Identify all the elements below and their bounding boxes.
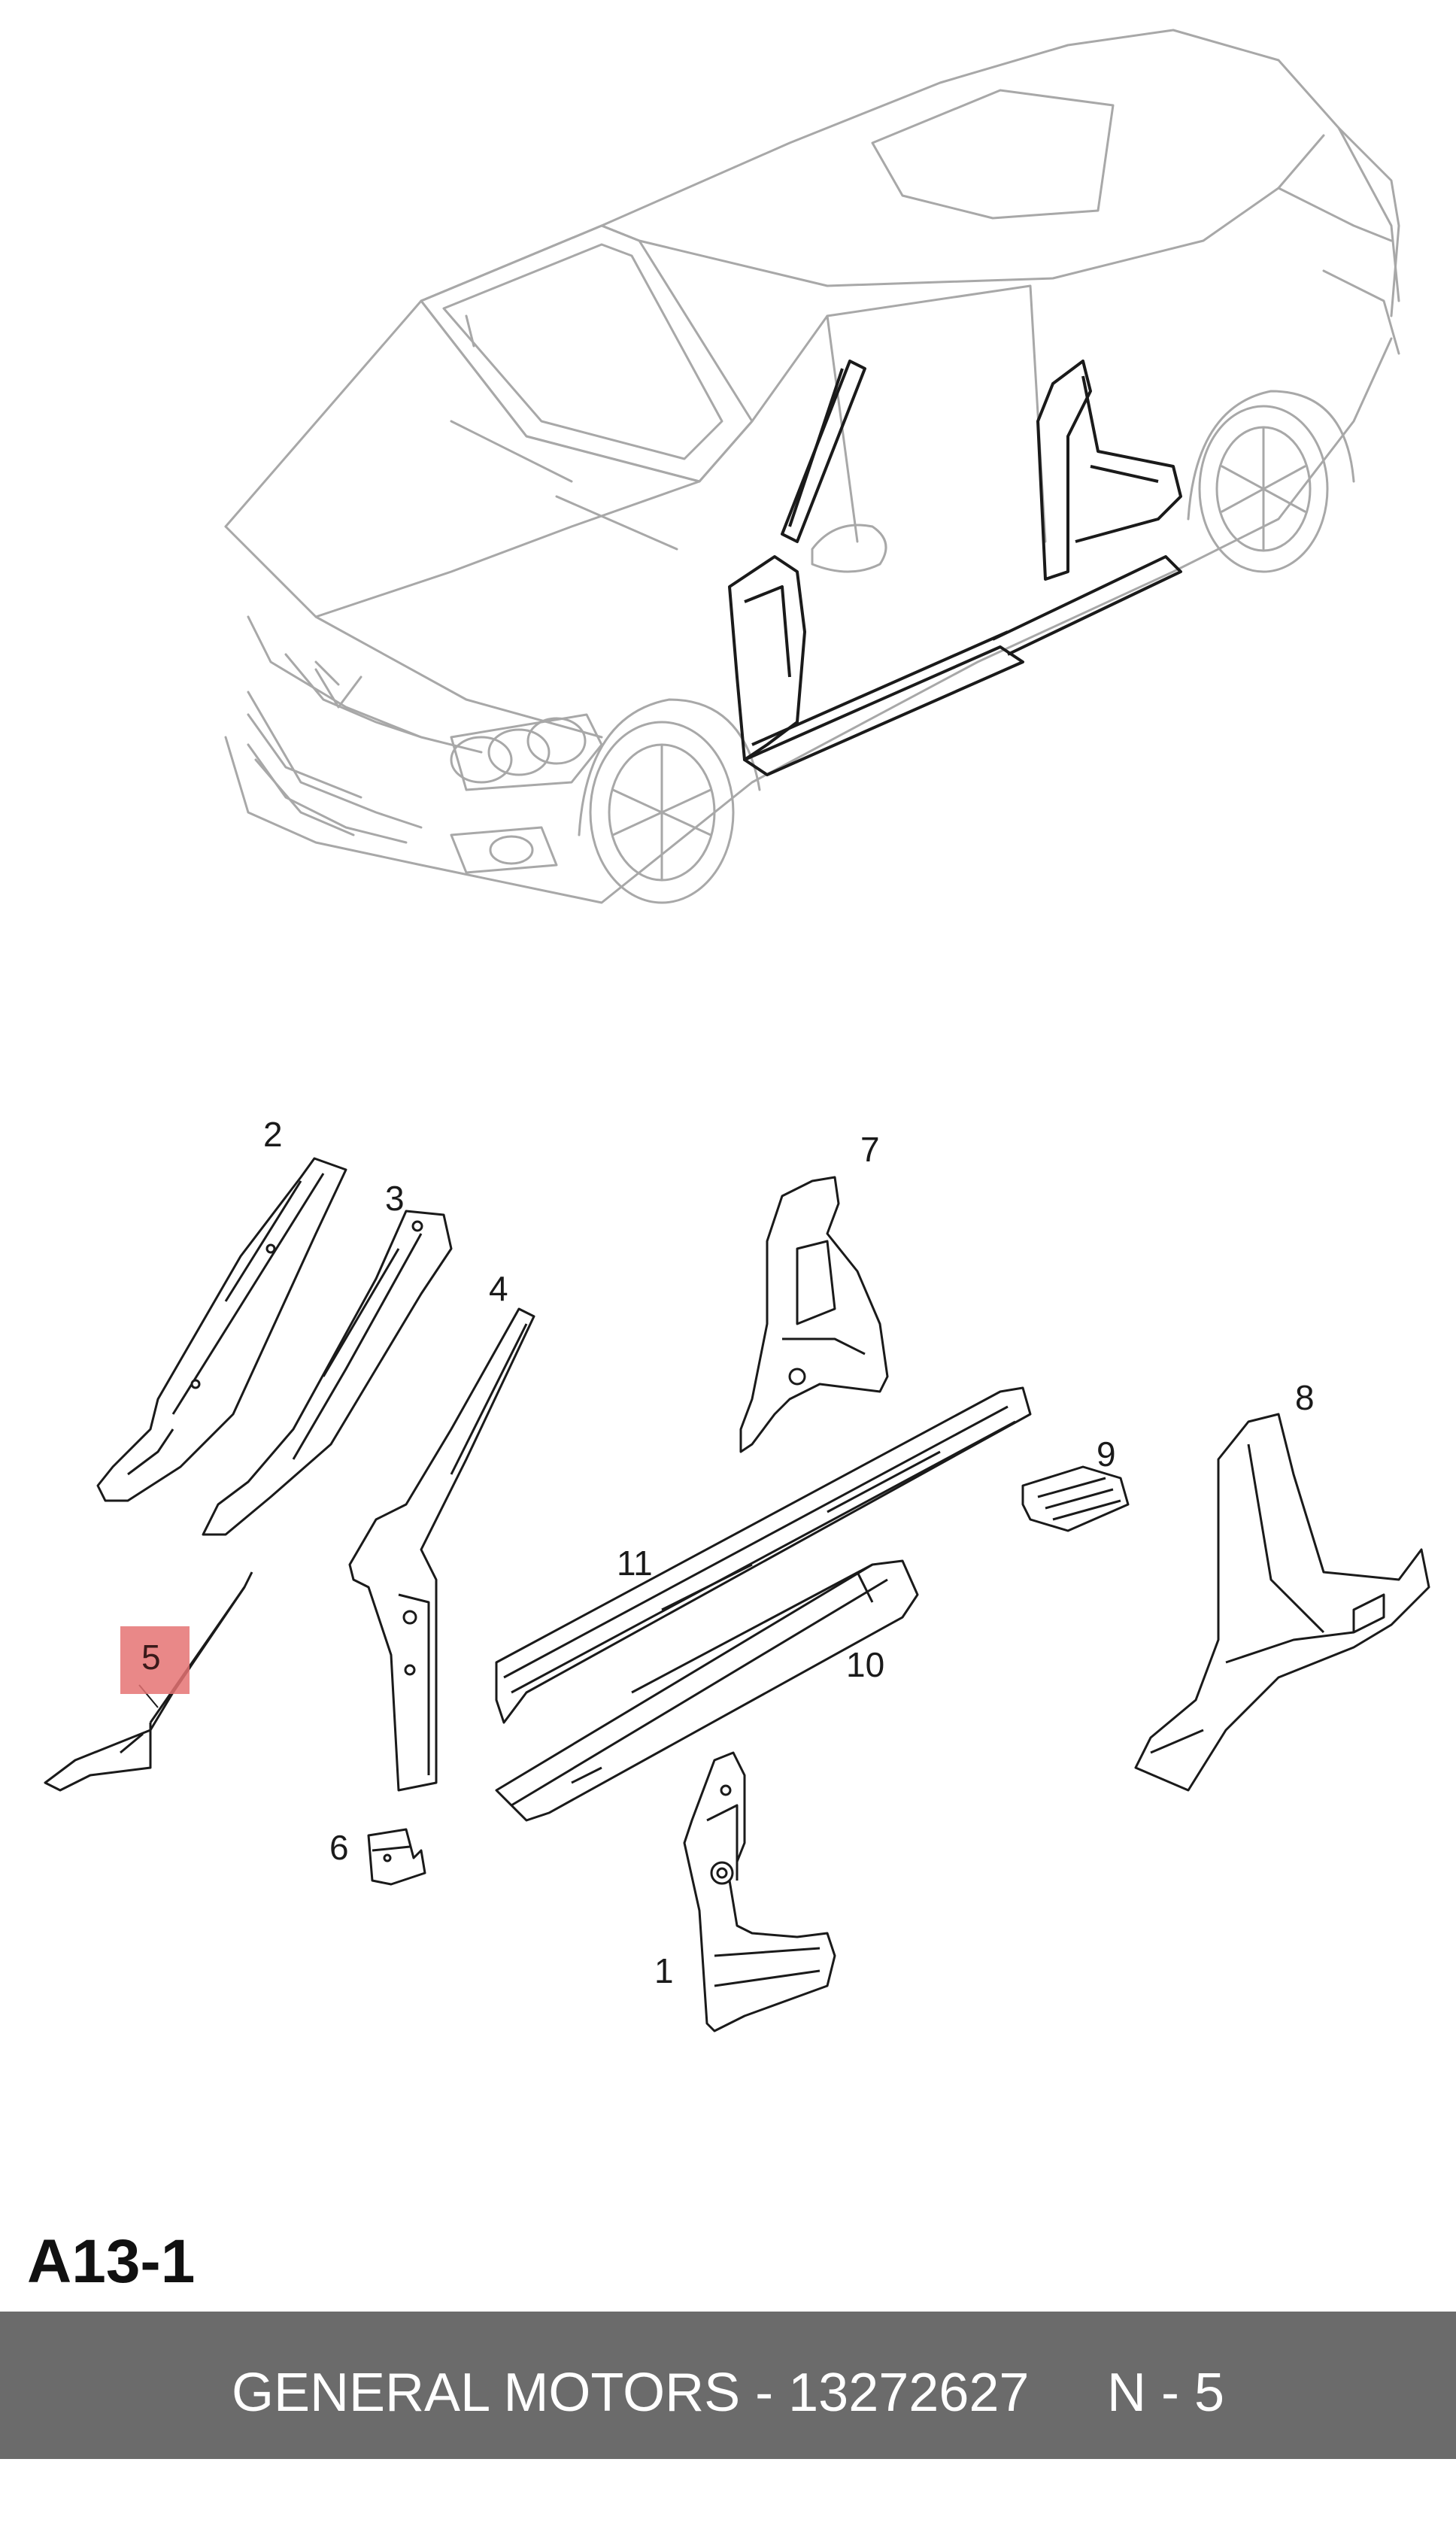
callout-6: 6 bbox=[329, 1828, 349, 1867]
callout-10: 10 bbox=[846, 1645, 885, 1684]
footer-brand-part: GENERAL MOTORS - 13272627 bbox=[232, 2363, 1030, 2423]
part-4 bbox=[348, 1307, 535, 1792]
part-9 bbox=[1021, 1465, 1130, 1532]
footer: GENERAL MOTORS - 13272627 N - 5 bbox=[0, 2362, 1456, 2547]
callout-5: 5 bbox=[141, 1638, 161, 1677]
callout-9: 9 bbox=[1097, 1434, 1116, 1474]
callout-2: 2 bbox=[263, 1115, 283, 1154]
part-7 bbox=[739, 1176, 889, 1453]
part-1 bbox=[683, 1751, 836, 2032]
parts-diagram bbox=[44, 29, 1430, 2032]
part-8 bbox=[1134, 1413, 1430, 1792]
callout-3: 3 bbox=[385, 1179, 405, 1218]
callout-4: 4 bbox=[489, 1269, 508, 1308]
part-11 bbox=[495, 1386, 1032, 1724]
part-6 bbox=[367, 1828, 426, 1886]
callout-7: 7 bbox=[860, 1130, 880, 1169]
diagram-code: A13-1 bbox=[27, 2227, 196, 2296]
car-outline bbox=[224, 29, 1400, 904]
part-2 bbox=[96, 1157, 347, 1502]
footer-bar bbox=[0, 2312, 1456, 2459]
part-10 bbox=[495, 1559, 919, 1822]
callout-8: 8 bbox=[1295, 1378, 1315, 1417]
highlight-box-part-5 bbox=[120, 1626, 190, 1694]
callout-1: 1 bbox=[654, 1951, 674, 1990]
footer-note: N - 5 bbox=[1107, 2363, 1225, 2423]
car-structure-highlight bbox=[728, 360, 1182, 776]
part-5 bbox=[44, 1571, 253, 1792]
part-3 bbox=[202, 1210, 453, 1536]
callout-11: 11 bbox=[617, 1544, 653, 1583]
